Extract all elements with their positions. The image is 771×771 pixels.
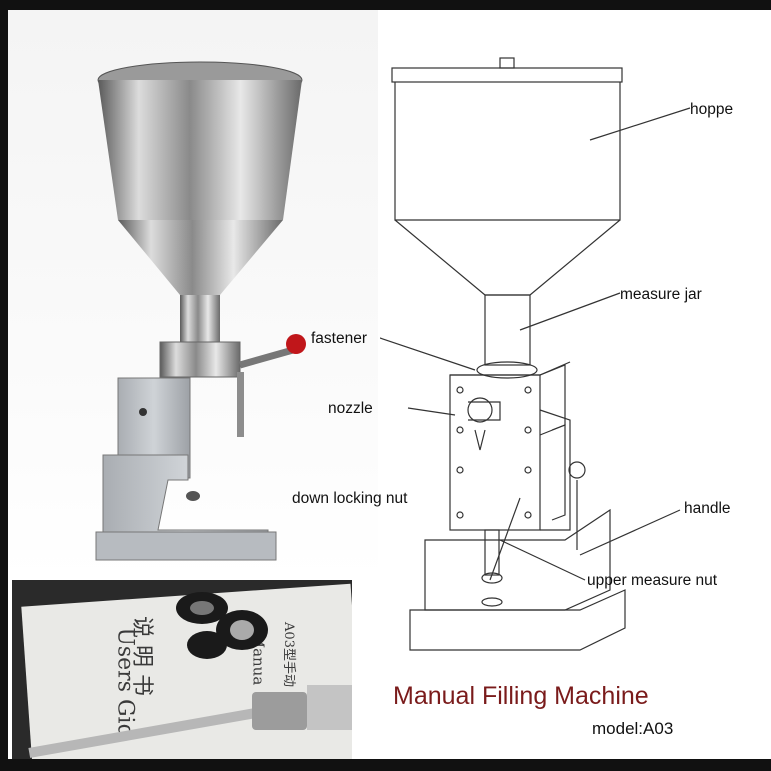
label-nozzle: nozzle [328,400,373,417]
top-border [0,0,771,10]
measure-jar-neck [180,295,220,345]
label-handle: handle [684,500,731,517]
label-hopper: hoppe [690,101,734,118]
base-nut [186,491,200,501]
nozzle-rod [237,372,244,437]
red-knob [286,334,306,354]
parts-inset-photo: 说 明 书 Users Gid Manua A03型手动 [12,580,352,765]
nozzle-pipe [28,708,257,758]
handle-rod [239,346,294,369]
label-measure-jar: measure jar [620,286,702,303]
label-down-locking-nut: down locking nut [292,490,408,507]
bottom-border [0,759,771,771]
figure-title: Manual Filling Machine [393,682,649,710]
hopper-cone [118,220,283,295]
nozzle-thread [252,692,307,730]
base-plate [95,531,277,561]
machine-photo [95,61,306,561]
left-border [0,0,8,771]
valve-block [159,341,241,378]
parts-drawing [28,592,352,758]
body-screw [139,408,147,416]
sealing-ring-3 [187,631,227,659]
hopper-cylinder [98,80,302,220]
label-fastener: fastener [311,330,368,347]
machine-line-drawing [380,57,691,651]
model-label: model:A03 [592,719,674,738]
label-upper-measure-nut: upper measure nut [587,572,718,589]
